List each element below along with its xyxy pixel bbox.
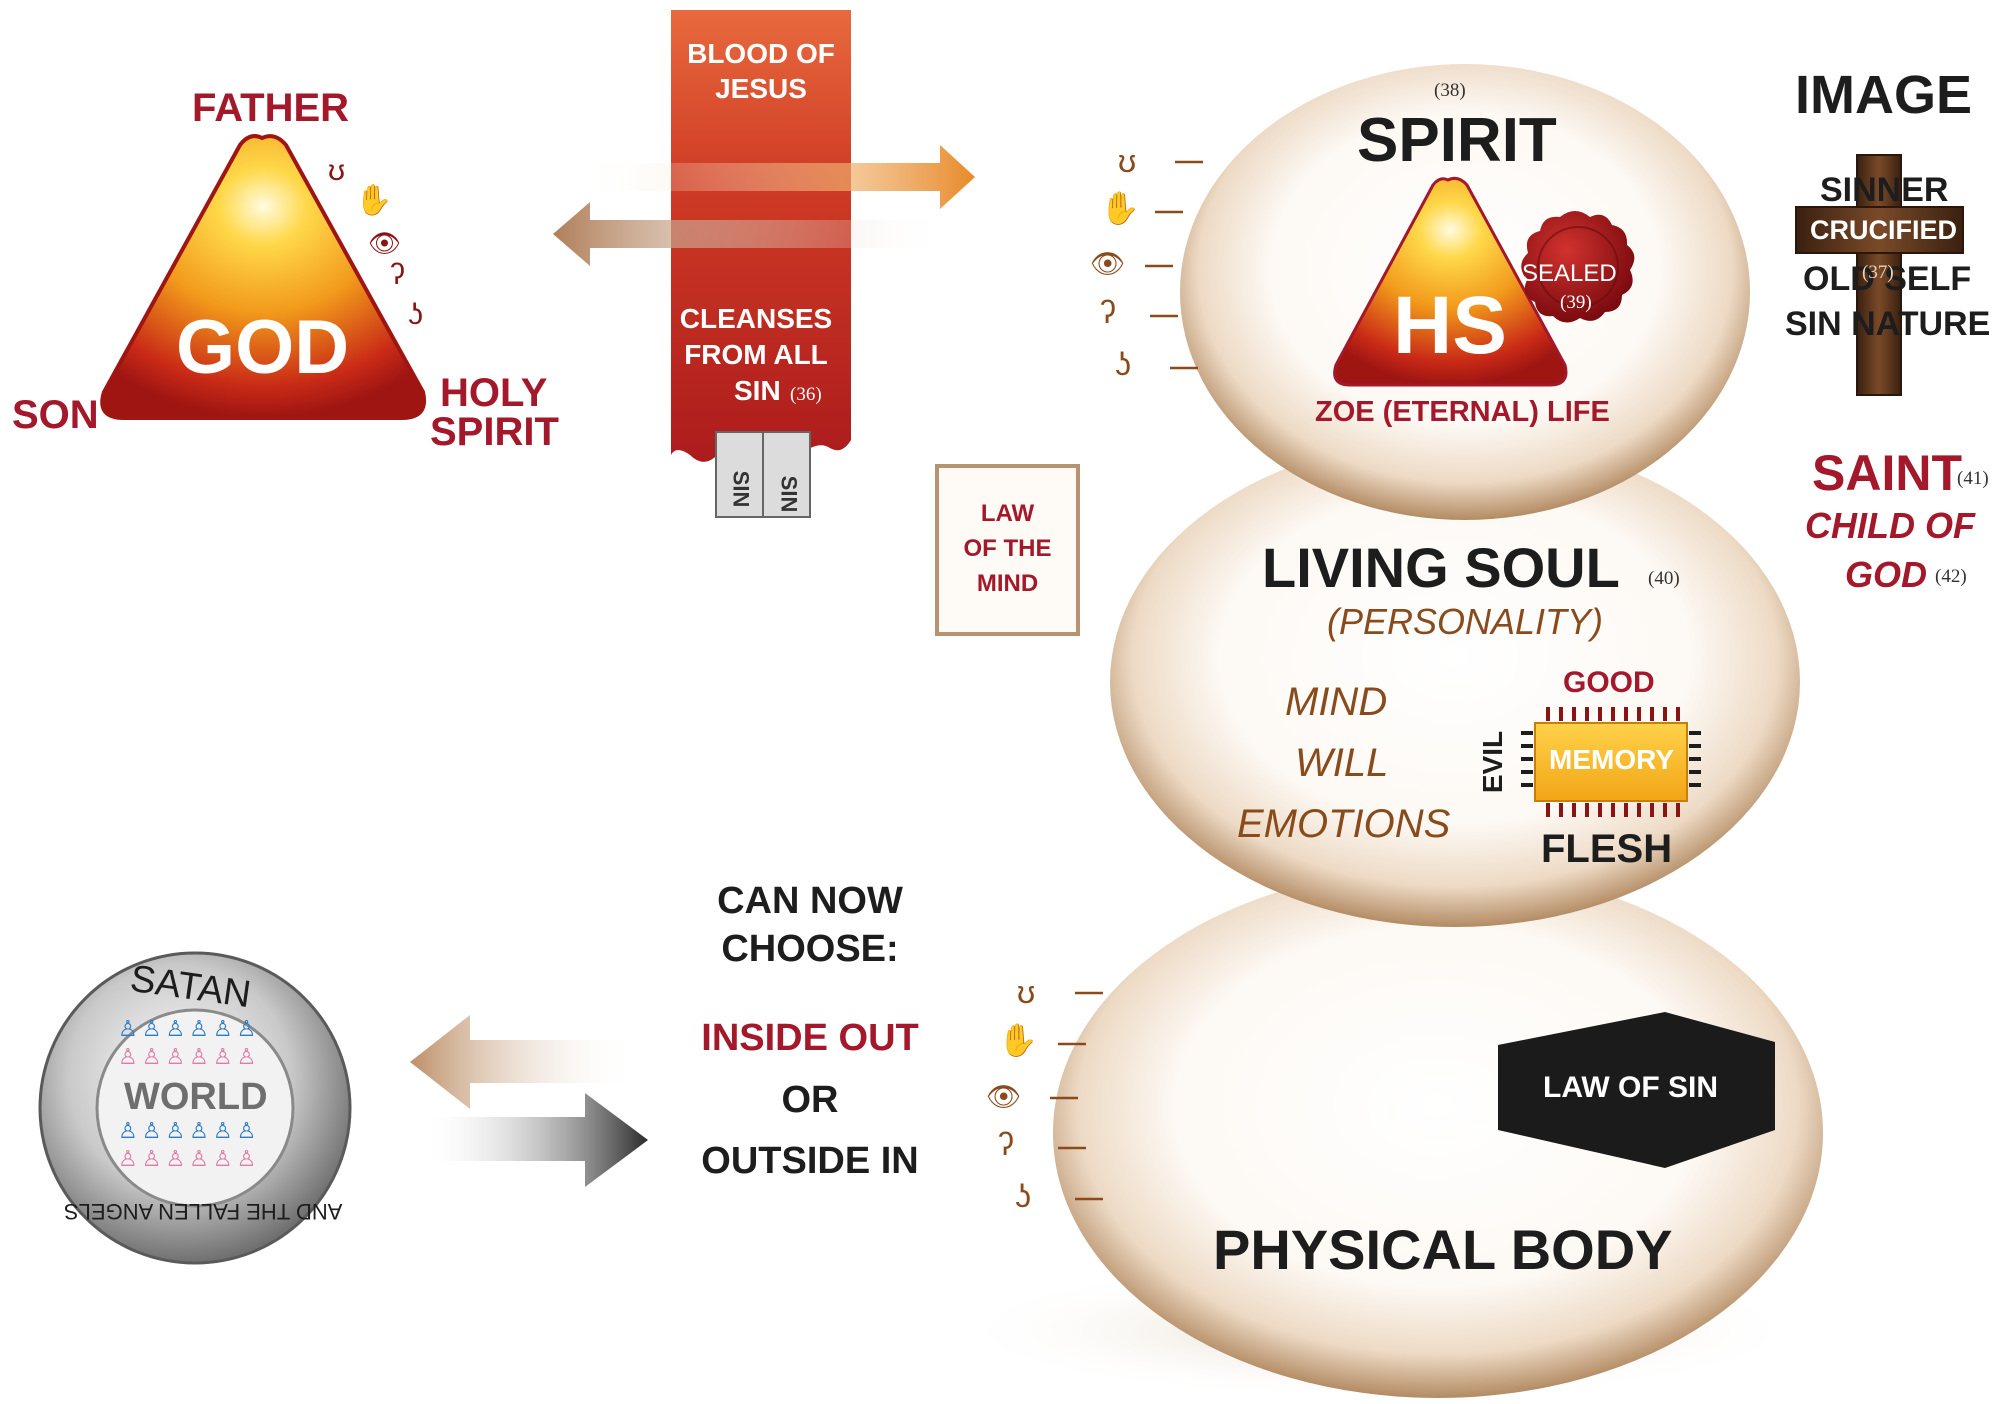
body-title: PHYSICAL BODY xyxy=(1213,1218,1673,1281)
zoe-label: ZOE (ETERNAL) LIFE xyxy=(1315,396,1610,428)
law-mind-3: MIND xyxy=(976,570,1039,597)
spirit-ear-icon: ʔ xyxy=(1100,294,1116,330)
god-child-label: GOD xyxy=(1845,554,1928,595)
will-label: WILL xyxy=(1295,741,1389,785)
choice-line-2: CHOOSE: xyxy=(721,928,899,970)
arrow-right-bottom xyxy=(420,1093,648,1187)
body-ball xyxy=(1053,868,1823,1398)
mind-label: MIND xyxy=(1285,680,1388,724)
choice-line-1: CAN NOW xyxy=(717,880,903,922)
soul-subtitle: (PERSONALITY) xyxy=(1327,601,1604,642)
wax-seal xyxy=(1521,211,1635,323)
people-icons: ♙♙♙♙♙♙ xyxy=(118,1016,261,1041)
god-triangle xyxy=(100,134,426,420)
blood-title-2: JESUS xyxy=(715,73,807,104)
cross-ref: (37) xyxy=(1862,262,1894,283)
blood-band xyxy=(671,10,851,501)
evil-label: EVIL xyxy=(1477,730,1509,794)
nose-icon: ʖ xyxy=(408,298,423,331)
old-self-label: OLD SELF xyxy=(1803,260,1972,298)
world-label: WORLD xyxy=(124,1076,268,1118)
image-title: IMAGE xyxy=(1795,65,1973,125)
eye-icon: 👁 xyxy=(368,228,402,258)
holy-spirit-label-2: SPIRIT xyxy=(430,410,559,454)
sin-nature-label: SIN NATURE xyxy=(1785,305,1991,343)
arrow-left-bottom xyxy=(410,1015,635,1109)
child-ref: (42) xyxy=(1935,566,1967,587)
spirit-title: SPIRIT xyxy=(1357,106,1557,175)
spirit-ref: (38) xyxy=(1434,80,1466,101)
stone-tablets xyxy=(715,431,811,518)
fallen-angels-label: AND THE FALLEN ANGELS xyxy=(64,1199,343,1224)
flesh-label: FLESH xyxy=(1541,827,1673,871)
cleanses-3: SIN xyxy=(734,375,781,406)
body-hand-icon: ✋ xyxy=(998,1022,1038,1058)
cross xyxy=(1795,154,1964,396)
outside-in-label: OUTSIDE IN xyxy=(701,1140,919,1182)
tablet-left-text: SIN xyxy=(728,470,754,508)
cleanses-2: FROM ALL xyxy=(684,339,828,370)
law-mind-1: LAW xyxy=(980,500,1035,527)
son-label: SON xyxy=(12,393,99,437)
spirit-tongue-icon: ʊ xyxy=(1118,143,1137,179)
body-ear-icon: ʔ xyxy=(998,1126,1014,1162)
soul-ref: (40) xyxy=(1648,568,1680,589)
hs-triangle xyxy=(1333,176,1568,387)
body-sense-ticks xyxy=(1050,991,1103,1201)
cleanses-1: CLEANSES xyxy=(679,303,833,334)
crucified-label: CRUCIFIED xyxy=(1810,215,1957,245)
father-label: FATHER xyxy=(192,86,350,130)
saint-title: SAINT xyxy=(1812,445,1962,501)
sealed-ref: (39) xyxy=(1560,292,1592,313)
arrow-right-top xyxy=(580,145,975,209)
sealed-label: SEALED xyxy=(1522,260,1617,287)
child-of-label: CHILD OF xyxy=(1805,505,1975,546)
people-icons-lower: ♙♙♙♙♙♙ xyxy=(118,1118,261,1143)
saint-ref: (41) xyxy=(1957,468,1989,489)
holy-spirit-label-1: HOLY xyxy=(440,371,548,415)
ear-icon: ʔ xyxy=(390,258,405,291)
spirit-sense-ticks xyxy=(1145,160,1203,370)
good-label: GOOD xyxy=(1563,666,1655,699)
soul-title: LIVING SOUL xyxy=(1262,536,1620,599)
memory-chip xyxy=(1521,707,1701,817)
or-label: OR xyxy=(781,1079,839,1121)
spirit-eye-icon: 👁 xyxy=(1090,248,1126,279)
arrow-left-top xyxy=(553,202,950,266)
tongue-icon: ʊ xyxy=(328,154,346,187)
people-icons-lower-pink: ♙♙♙♙♙♙ xyxy=(118,1146,261,1171)
tablet-right-text: SIN xyxy=(776,475,802,513)
body-nose-icon: ʖ xyxy=(1015,1178,1031,1214)
sinner-label: SINNER xyxy=(1820,171,1949,209)
law-of-sin-shape xyxy=(1498,1012,1775,1168)
law-mind-2: OF THE xyxy=(963,535,1052,562)
body-tongue-icon: ʊ xyxy=(1017,974,1036,1010)
people-icons-pink: ♙♙♙♙♙♙ xyxy=(118,1044,261,1069)
emotions-label: EMOTIONS xyxy=(1237,802,1451,846)
spirit-nose-icon: ʖ xyxy=(1115,346,1131,382)
law-of-mind-box xyxy=(935,464,1080,636)
law-of-sin-label: LAW OF SIN xyxy=(1543,1071,1718,1104)
blood-title-1: BLOOD OF xyxy=(687,38,835,69)
body-eye-icon: 👁 xyxy=(986,1081,1022,1112)
spirit-hand-icon: ✋ xyxy=(1100,190,1140,226)
god-label: GOD xyxy=(176,305,350,390)
world-sphere xyxy=(38,951,352,1265)
inside-out-label: INSIDE OUT xyxy=(701,1017,919,1059)
hand-icon: ✋ xyxy=(355,184,393,217)
hs-label: HS xyxy=(1393,280,1507,371)
memory-label: MEMORY xyxy=(1549,744,1674,775)
blood-ref: (36) xyxy=(790,384,822,405)
